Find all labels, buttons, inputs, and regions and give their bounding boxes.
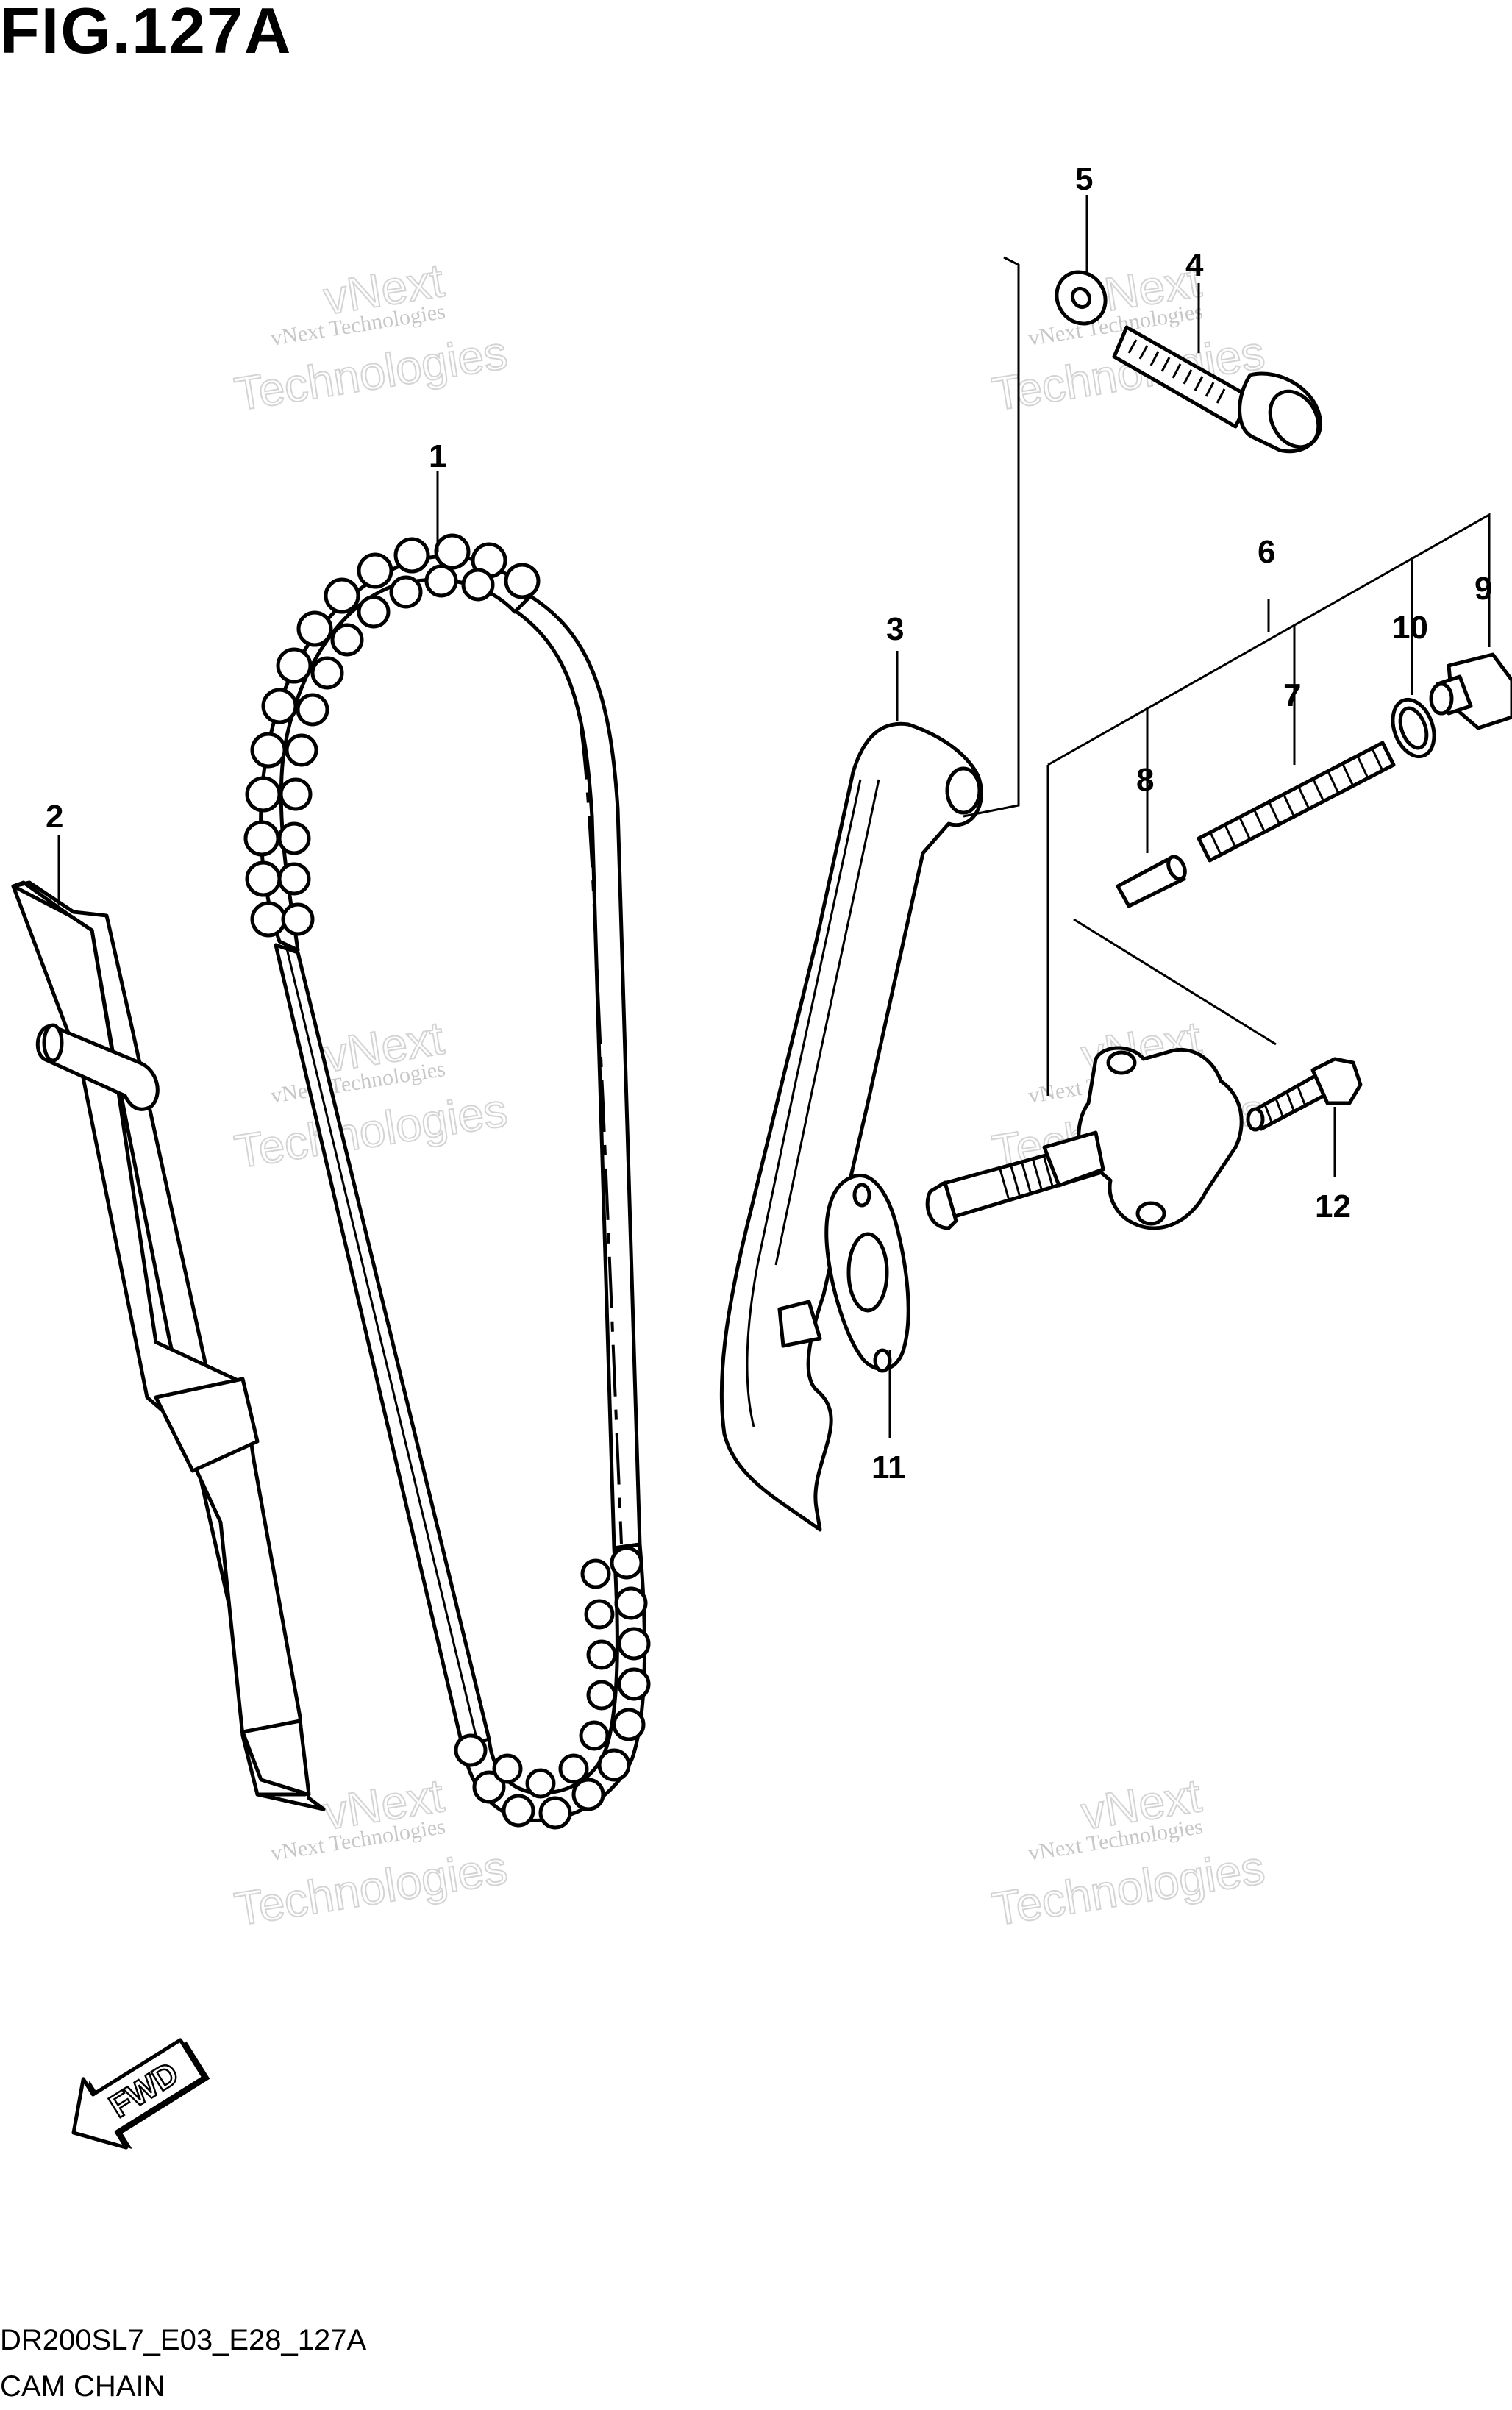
leader-lines [57,195,1491,1438]
part-10-o-ring[interactable] [1386,694,1441,763]
callout-6: 6 [1258,534,1275,570]
callouts: 1 2 3 4 5 6 7 8 9 10 11 12 [46,161,1492,1486]
watermark: vNext Technologies vNext Technologies [230,253,511,421]
part-5-washer[interactable] [1047,263,1114,332]
part-1-cam-chain[interactable] [243,533,651,1830]
diagram-caption: CAM CHAIN [0,2370,165,2403]
part-8-pin[interactable] [1116,854,1188,908]
part-7-spring[interactable] [1197,741,1396,863]
model-code: DR200SL7_E03_E28_127A [0,2324,367,2356]
part-4-bolt[interactable] [1112,325,1328,456]
callout-8: 8 [1136,762,1154,798]
callout-7: 7 [1283,677,1301,713]
part-2-chain-guide[interactable] [11,880,326,1811]
part-12-mounting-bolt[interactable] [1246,1057,1363,1132]
watermark: vNext Technologies vNext Technologies [988,1768,1269,1936]
callout-1: 1 [429,438,446,474]
callout-12: 12 [1315,1188,1351,1224]
callout-11: 11 [871,1450,906,1486]
part-9-cap-bolt[interactable] [1429,652,1512,730]
chain-links-top [243,533,541,938]
fwd-arrow: FWD [71,2038,210,2150]
figure-title: FIG.127A [0,0,292,67]
callout-3: 3 [886,611,904,647]
part-3-tensioner-guide[interactable] [719,721,983,1532]
callout-4: 4 [1185,247,1204,283]
watermark: vNext Technologies vNext Technologies [230,1010,511,1179]
part-6-tensioner-assembly[interactable] [925,1046,1244,1230]
part-11-gasket[interactable] [824,1173,910,1373]
callout-5: 5 [1075,161,1093,197]
callout-9: 9 [1474,571,1492,607]
callout-10: 10 [1392,610,1428,646]
chain-links-bottom [454,1546,651,1830]
callout-2: 2 [46,799,63,835]
